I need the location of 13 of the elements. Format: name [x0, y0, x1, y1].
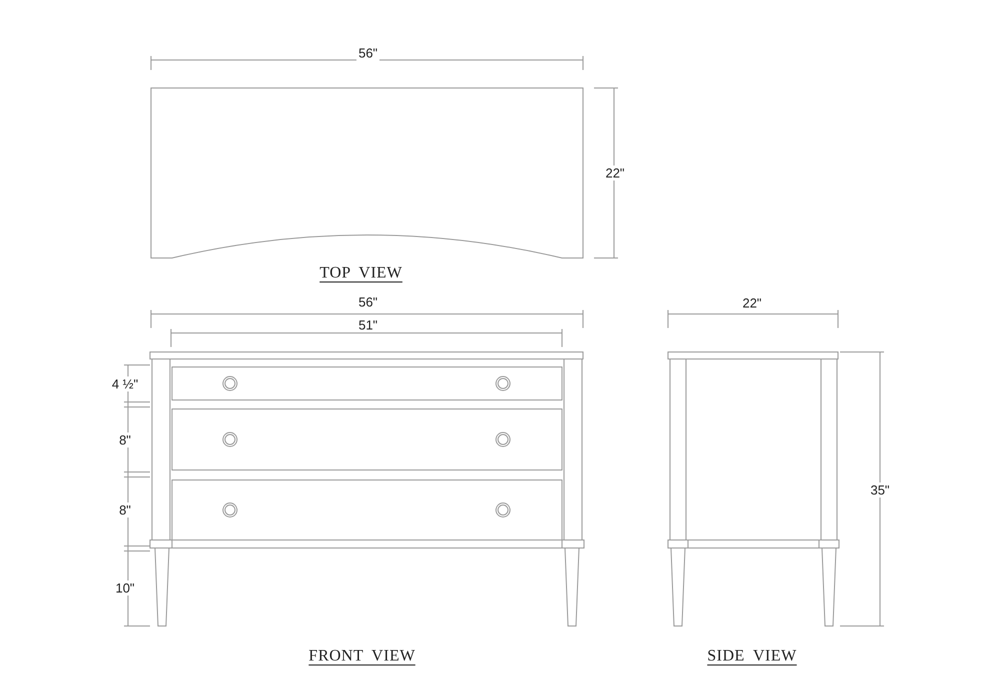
dimension-label: 56"	[356, 294, 380, 310]
dimension-label: 10"	[113, 580, 137, 596]
view-title: SIDE VIEW	[706, 648, 798, 664]
dimension-label: 22"	[740, 296, 764, 310]
dimension-label: 4 ½"	[110, 376, 140, 392]
dimension-label: 56"	[356, 46, 380, 60]
view-title: TOP VIEW	[318, 266, 404, 280]
view-title: FRONT VIEW	[308, 648, 416, 664]
dimension-label: 8"	[117, 502, 133, 518]
dimension-label: 22"	[603, 166, 627, 180]
dimension-label: 51"	[356, 318, 380, 332]
dimension-label: 35"	[868, 482, 892, 498]
dimension-label: 8"	[117, 432, 133, 448]
